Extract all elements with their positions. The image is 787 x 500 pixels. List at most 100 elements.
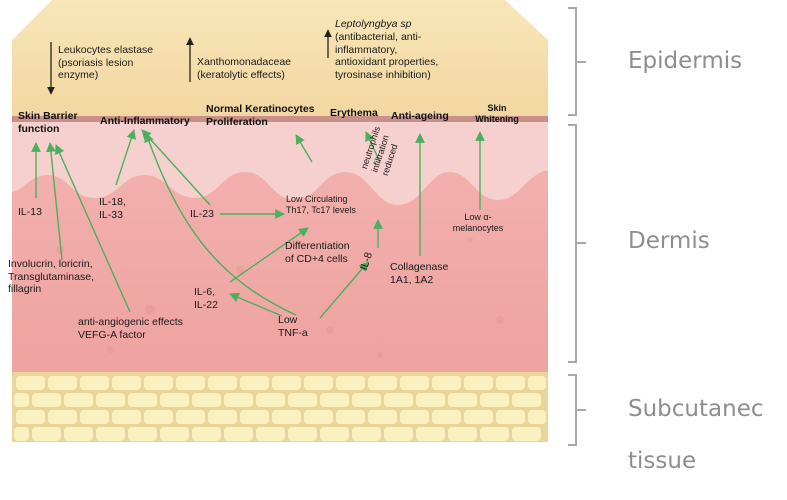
fat-cell xyxy=(288,393,317,407)
epidermis-arrows xyxy=(47,29,332,95)
fat-cell xyxy=(336,410,365,424)
layer-label-epidermis: Epidermis xyxy=(628,48,743,74)
pathway-arrows xyxy=(31,129,485,319)
arrow-th17-keratinocytes xyxy=(295,134,313,163)
fat-cell xyxy=(144,410,173,424)
arrow-neutrophils-erythema xyxy=(365,131,381,163)
fat-cell xyxy=(352,427,381,441)
arrow-il6-cd4 xyxy=(229,227,309,283)
fat-cell xyxy=(480,393,509,407)
fat-cell xyxy=(416,427,445,441)
fat-cell xyxy=(528,410,546,424)
fat-cell xyxy=(208,376,237,390)
low-circulating-label: Low Circulating Th17, Tc17 levels xyxy=(286,194,356,215)
erythema-heading: Erythema xyxy=(330,107,378,119)
fat-cell xyxy=(240,376,269,390)
fat-cell xyxy=(320,427,349,441)
fat-cell xyxy=(128,427,157,441)
fat-cell xyxy=(272,410,301,424)
anti-angiogenic-label: anti-angiogenic effects VEFG-A factor xyxy=(78,316,183,341)
il23-label: IL-23 xyxy=(190,208,214,220)
il6-il22-label: IL-6, IL-22 xyxy=(194,286,218,311)
fat-cell xyxy=(288,427,317,441)
arrow-involucrin-barrier xyxy=(46,142,63,261)
fat-cell xyxy=(96,427,125,441)
fat-cell xyxy=(16,376,45,390)
collagenase-label: Collagenase 1A1, 1A2 xyxy=(390,261,449,286)
fat-cell xyxy=(304,410,333,424)
fat-cell xyxy=(464,376,493,390)
arrow-il18-antiinflam xyxy=(115,129,136,186)
fat-cell xyxy=(528,376,546,390)
stratum-line xyxy=(12,116,548,122)
skin-whitening-heading: Skin Whitening xyxy=(475,103,519,124)
fat-cell xyxy=(512,393,541,407)
fat-cell xyxy=(160,393,189,407)
fat-cell xyxy=(352,393,381,407)
fat-cell xyxy=(240,410,269,424)
fat-cell xyxy=(80,376,109,390)
fat-cell xyxy=(448,393,477,407)
fat-cell xyxy=(160,427,189,441)
fat-cell xyxy=(512,427,541,441)
fat-cell xyxy=(384,427,413,441)
fat-cell xyxy=(384,393,413,407)
arrow-angiogenic-barrier xyxy=(55,144,131,313)
fat-cell xyxy=(16,410,45,424)
il13-label: IL-13 xyxy=(18,206,42,218)
fat-cell xyxy=(368,410,397,424)
fat-cell xyxy=(32,427,61,441)
fat-cell xyxy=(400,410,429,424)
fat-cell xyxy=(480,427,509,441)
epidermis-layer xyxy=(12,0,548,122)
keratinocytes-heading: Normal Keratinocytes Proliferation xyxy=(206,103,315,128)
skin-barrier-heading: Skin Barrier function xyxy=(18,110,78,135)
fat-cell xyxy=(256,393,285,407)
fat-cell xyxy=(208,410,237,424)
fat-cell xyxy=(96,393,125,407)
fat-cell xyxy=(48,376,77,390)
xanthomonadaceae-text: Xanthomonadaceae (keratolytic effects) xyxy=(197,56,291,81)
fat-cell xyxy=(496,410,525,424)
fat-cell xyxy=(128,393,157,407)
anti-ageing-heading: Anti-ageing xyxy=(391,110,449,122)
fat-cell xyxy=(400,376,429,390)
differentiation-label: Differentiation of CD+4 cells xyxy=(285,240,350,265)
fat-cell xyxy=(48,410,77,424)
layer-label-dermis: Dermis xyxy=(628,228,710,254)
fat-cell xyxy=(112,376,141,390)
fat-cell xyxy=(144,376,173,390)
fat-cell xyxy=(320,393,349,407)
fat-cell xyxy=(448,427,477,441)
il18-il33-label: IL-18, IL-33 xyxy=(99,196,126,221)
fat-cell xyxy=(64,393,93,407)
arrow-tnf-antiinflam xyxy=(144,132,297,316)
low-alpha-melanocytes-label: Low α- melanocytes xyxy=(452,212,504,233)
involucrin-label: Involucrin, loricrin, Transglutaminase, … xyxy=(8,258,94,295)
fat-cell xyxy=(224,427,253,441)
fat-cell xyxy=(416,393,445,407)
layer-label-subcutaneous-line1: Subcutanec xyxy=(628,396,764,422)
fat-cell xyxy=(32,393,61,407)
fat-cell xyxy=(368,376,397,390)
fat-cell xyxy=(80,410,109,424)
fat-cell xyxy=(224,393,253,407)
anti-inflammatory-heading: Anti-Inflammatory xyxy=(100,115,190,127)
leptolyngbya-name: Leptolyngbya sp xyxy=(335,18,412,30)
fat-cell xyxy=(304,376,333,390)
fat-cell xyxy=(176,410,205,424)
arrow-tnf-il8 xyxy=(319,261,369,319)
dermis-texture xyxy=(56,237,504,358)
leukocytes-elastase-text: Leukocytes elastase (psoriasis lesion en… xyxy=(58,44,154,81)
fat-cell xyxy=(496,376,525,390)
fat-cell xyxy=(464,410,493,424)
fat-cell xyxy=(192,427,221,441)
layer-label-subcutaneous: Subcutanec tissue xyxy=(628,370,763,500)
fat-cell xyxy=(176,376,205,390)
low-tnf-label: Low TNF-a xyxy=(278,314,308,339)
fat-cell xyxy=(336,376,365,390)
skin-layers-diagram xyxy=(12,0,586,446)
fat-cell xyxy=(256,427,285,441)
fat-cell xyxy=(14,427,29,441)
leptolyngbya-properties: (antibacterial, anti- inflammatory, anti… xyxy=(335,31,439,81)
